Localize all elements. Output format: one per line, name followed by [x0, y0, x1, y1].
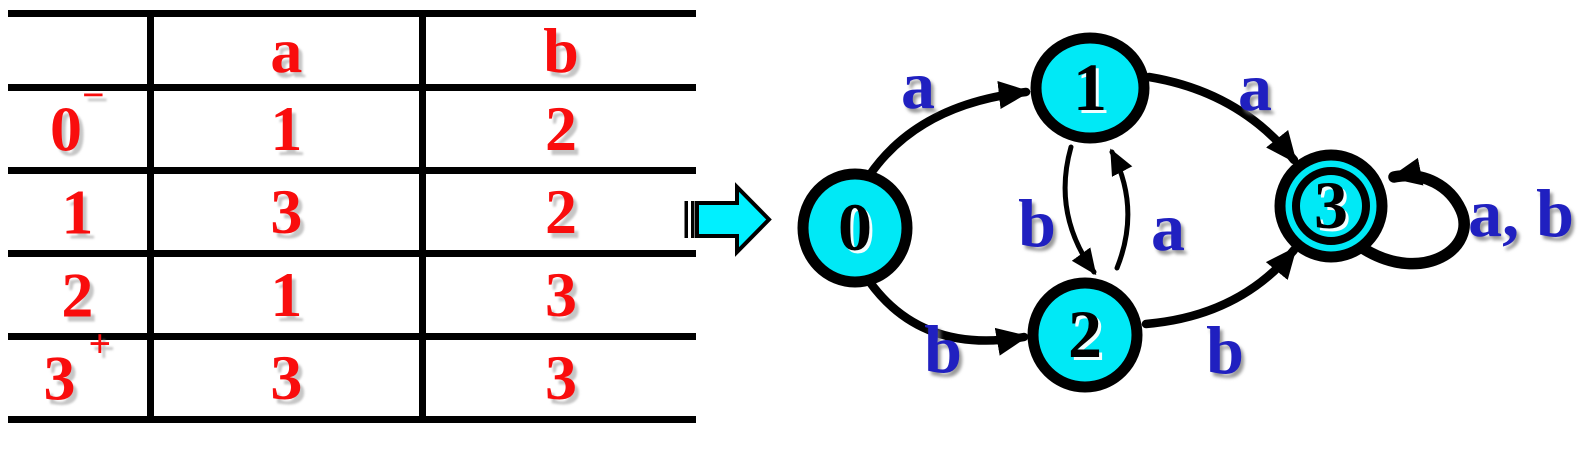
edge-2-3	[1141, 245, 1299, 329]
state-cell: 3+	[8, 324, 150, 420]
transition-table: a b 0− 1 2 1 3 2 2 1 3	[8, 10, 696, 423]
state-inner-circle	[1292, 167, 1370, 245]
transition-cell: 2	[419, 170, 696, 254]
edge-label-1-3: a	[1238, 49, 1272, 125]
arrow-tail-bar	[684, 201, 688, 238]
state-node-1: 1	[1030, 32, 1150, 144]
state-label: 0	[838, 189, 872, 265]
transition-table-wrap: a b 0− 1 2 1 3 2 2 1 3	[8, 10, 696, 423]
state-id: 2	[61, 259, 94, 331]
transform-arrow	[684, 182, 772, 257]
edge-3-self-loop	[1358, 157, 1470, 270]
state-label: 1	[1073, 49, 1107, 125]
arrow-tail-bar	[691, 201, 695, 238]
table-row: 2 1 3	[8, 253, 696, 337]
state-label: 2	[1068, 296, 1102, 372]
header-row: a b	[8, 13, 696, 88]
edge-label-0-1: a	[901, 47, 935, 123]
edge-label-2-3: b	[1206, 312, 1244, 388]
table-row: 1 3 2	[8, 170, 696, 254]
state-id: 3	[43, 342, 76, 414]
edge-1-3	[1144, 72, 1299, 165]
state-node-3-accepting: 3	[1274, 149, 1388, 263]
start-marker: −	[82, 72, 105, 117]
edge-2-1	[1109, 148, 1133, 271]
edge-label-3-self: a, b	[1468, 175, 1574, 251]
state-cell: 0−	[8, 75, 150, 171]
edge-label-0-2: b	[924, 311, 962, 387]
transition-cell: 1	[146, 253, 423, 337]
state-node-2: 2	[1027, 277, 1143, 393]
block-arrow-right	[695, 182, 772, 257]
state-cell: 1	[8, 171, 150, 254]
state-label: 3	[1314, 167, 1348, 243]
state-circle	[797, 168, 913, 288]
col-header-b: b	[419, 13, 696, 88]
table-row: 0− 1 2	[8, 75, 696, 171]
state-cell: 2	[8, 254, 150, 337]
transition-cell: 3	[146, 336, 423, 420]
edge-0-1	[864, 81, 1031, 181]
edge-label-1-2: b	[1018, 185, 1056, 261]
accept-marker: +	[88, 321, 112, 366]
edge-0-2	[864, 276, 1029, 356]
edge-label-2-1: a	[1151, 189, 1185, 265]
transition-cell: 1	[146, 87, 423, 171]
transition-cell: 3	[146, 170, 423, 254]
state-circle	[1027, 277, 1143, 393]
transition-cell: 3	[419, 253, 696, 337]
edge-1-2	[1062, 144, 1097, 276]
transition-cell: 2	[419, 87, 696, 171]
table-row: 3+ 3 3	[8, 324, 696, 420]
col-header-a: a	[146, 13, 423, 88]
state-node-0: 0	[797, 168, 913, 288]
state-id: 0	[50, 93, 83, 165]
state-circle	[1030, 32, 1150, 144]
state-id: 1	[61, 176, 94, 248]
transition-cell: 3	[419, 336, 696, 420]
